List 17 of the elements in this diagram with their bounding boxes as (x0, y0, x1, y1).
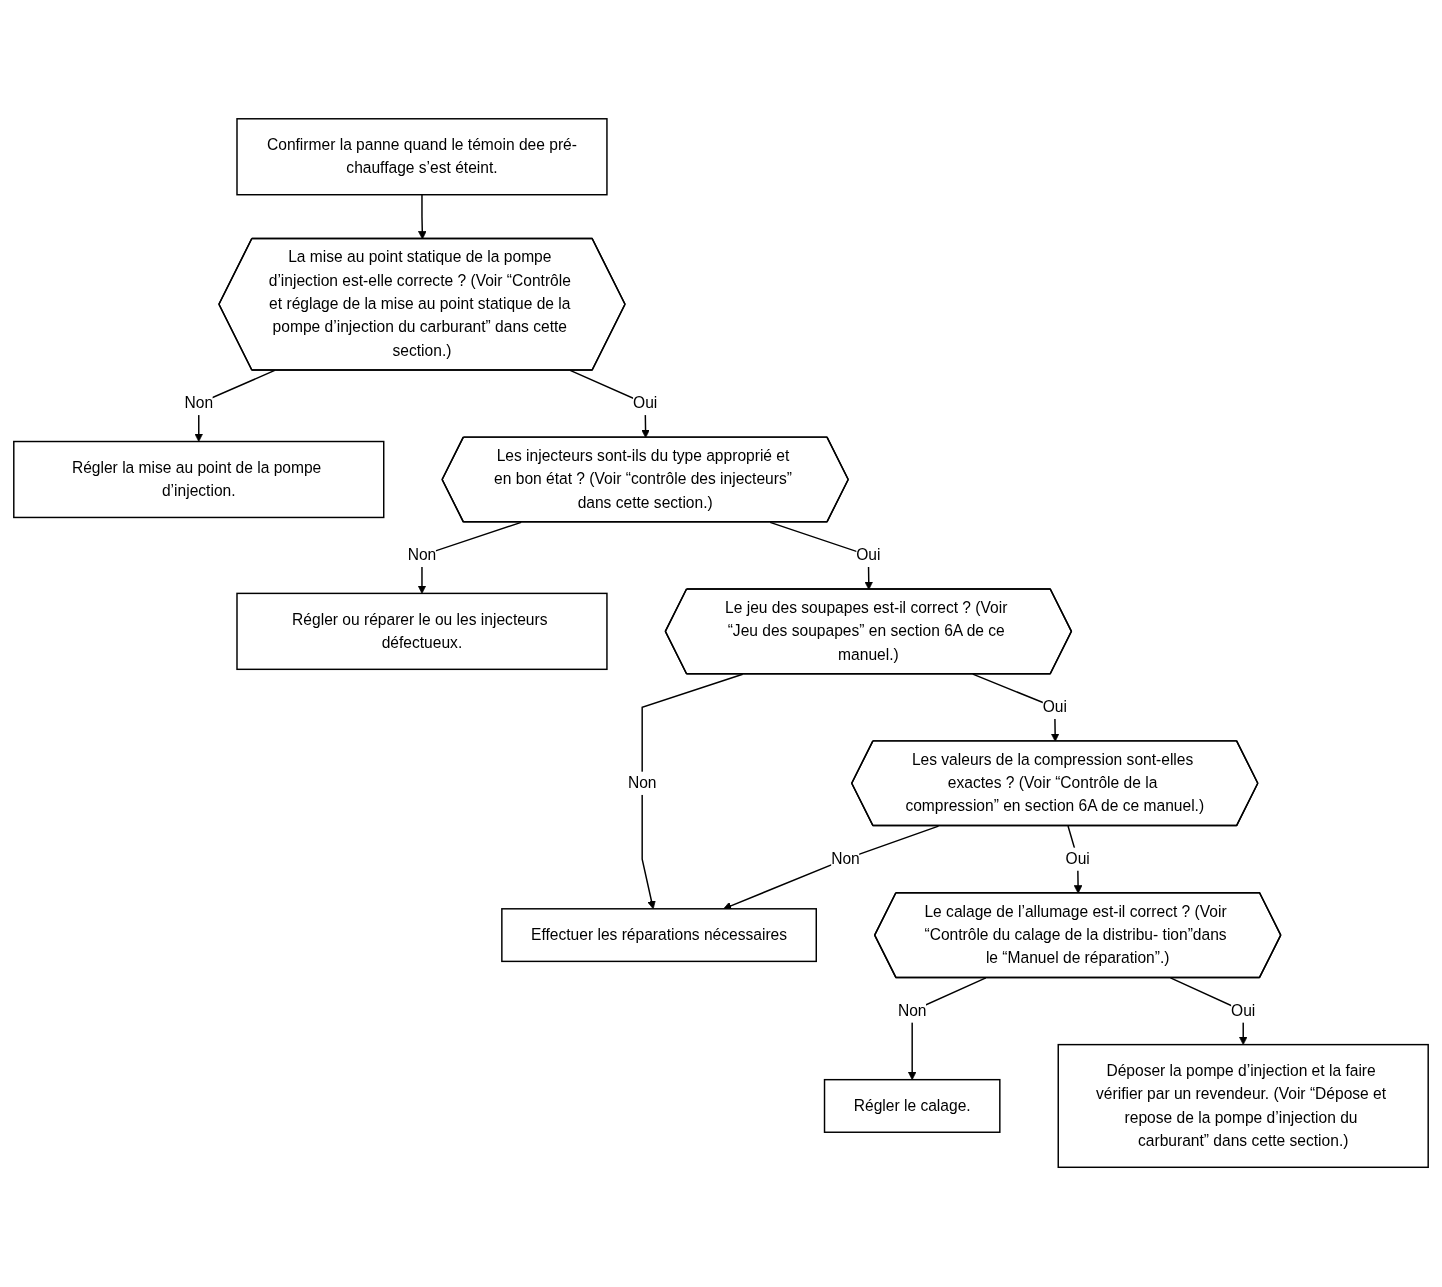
edge-label: Oui (1231, 1002, 1256, 1020)
node-box: Régler la mise au point de la pompe d’injection. (13, 441, 385, 519)
edge-label: Non (831, 850, 860, 868)
edge-label: Oui (1065, 850, 1090, 868)
node-box: Régler ou réparer le ou les injecteurs défectueux. (236, 593, 608, 671)
edge-label: Non (407, 547, 437, 564)
edge-label: Oui (1042, 698, 1067, 716)
node-box: Confirmer la panne quand le témoin dee pré-chauffage s’est éteint. (236, 118, 608, 196)
edge-label: Non (627, 774, 657, 792)
edge-label: Oui (856, 547, 881, 564)
node-box: Régler le calage. (823, 1079, 1001, 1134)
edge-label: Non (184, 395, 214, 412)
edge-label: Non (897, 1002, 927, 1020)
node-box: Effectuer les réparations nécessaires (501, 908, 817, 963)
arrow (418, 194, 427, 240)
edge-label: Oui (633, 395, 658, 412)
node-box: Déposer la pompe d’injection et la faire vérifier par un revendeur. (Voir “Dépose et repose de la pompe d’injection du carburant” dans cette section.) (1057, 1044, 1429, 1169)
